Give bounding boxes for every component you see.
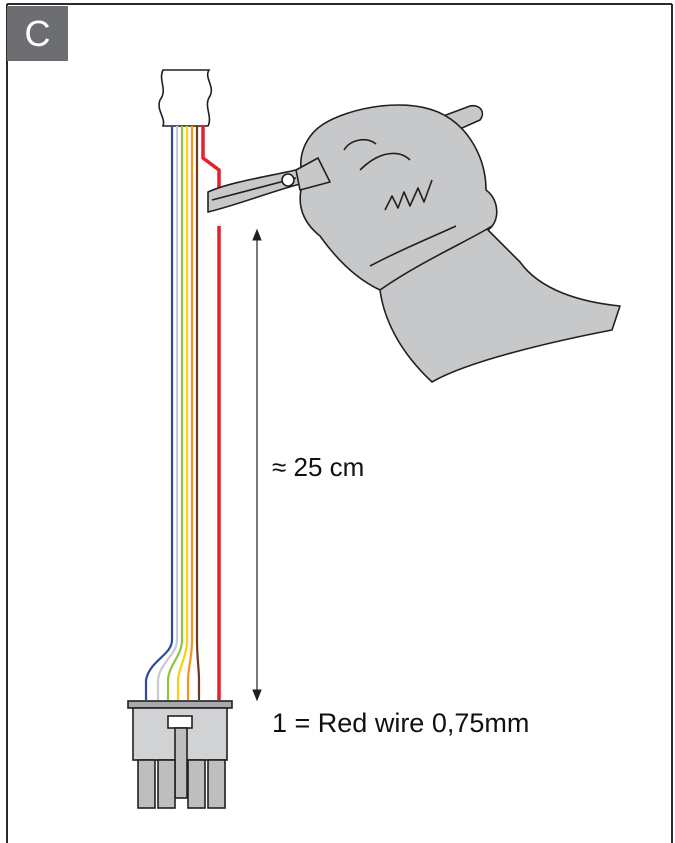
gloved-hand-icon <box>207 104 621 383</box>
dimension-arrow <box>252 228 262 702</box>
wire-blue <box>144 126 174 700</box>
connector-pin-3 <box>187 759 206 809</box>
connector-pin-1 <box>137 759 156 809</box>
length-label: ≈ 25 cm <box>272 452 365 482</box>
wire-orange <box>186 126 194 700</box>
step-badge: C <box>7 6 68 61</box>
wire-bundle <box>144 126 201 700</box>
wire-white <box>156 126 179 700</box>
connector-flange <box>127 700 233 709</box>
connector-pin-2 <box>157 759 176 809</box>
wire-yellow <box>176 126 189 700</box>
red-wire <box>201 126 221 700</box>
connector-latch <box>167 715 193 729</box>
red-wire-upper-segment <box>201 126 221 196</box>
connector <box>127 700 233 809</box>
connector-latch-arm <box>174 727 188 799</box>
wire-green <box>166 126 184 700</box>
wire-note-label: 1 = Red wire 0,75mm <box>272 708 530 738</box>
cable-jacket <box>158 69 213 127</box>
wire-brown <box>195 126 201 700</box>
connector-pin-4 <box>207 759 226 809</box>
